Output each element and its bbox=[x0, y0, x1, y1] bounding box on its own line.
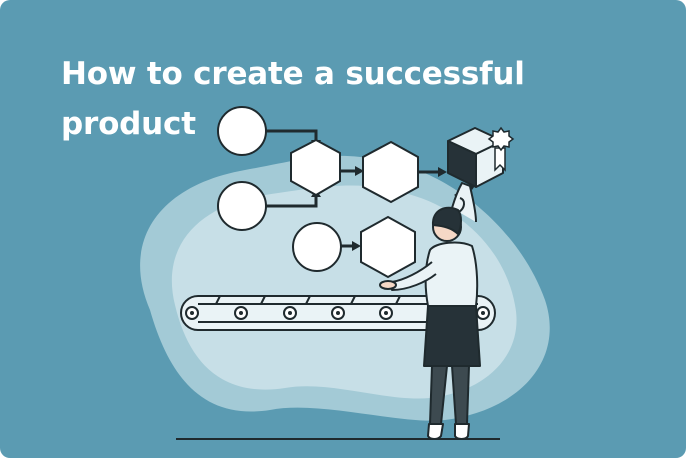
hexagon-node-1 bbox=[290, 138, 341, 197]
circle-node-1 bbox=[217, 106, 267, 156]
woman-figure bbox=[379, 182, 481, 440]
card-title: How to create a successful product bbox=[61, 56, 525, 142]
hexagon-nodes bbox=[290, 138, 419, 279]
hexagon-node-2 bbox=[362, 140, 419, 204]
badge-icon bbox=[487, 126, 515, 172]
circle-node-2 bbox=[217, 181, 267, 231]
circle-nodes bbox=[217, 106, 342, 272]
circle-node-3 bbox=[292, 222, 342, 272]
hexagon-node-3 bbox=[360, 215, 416, 279]
